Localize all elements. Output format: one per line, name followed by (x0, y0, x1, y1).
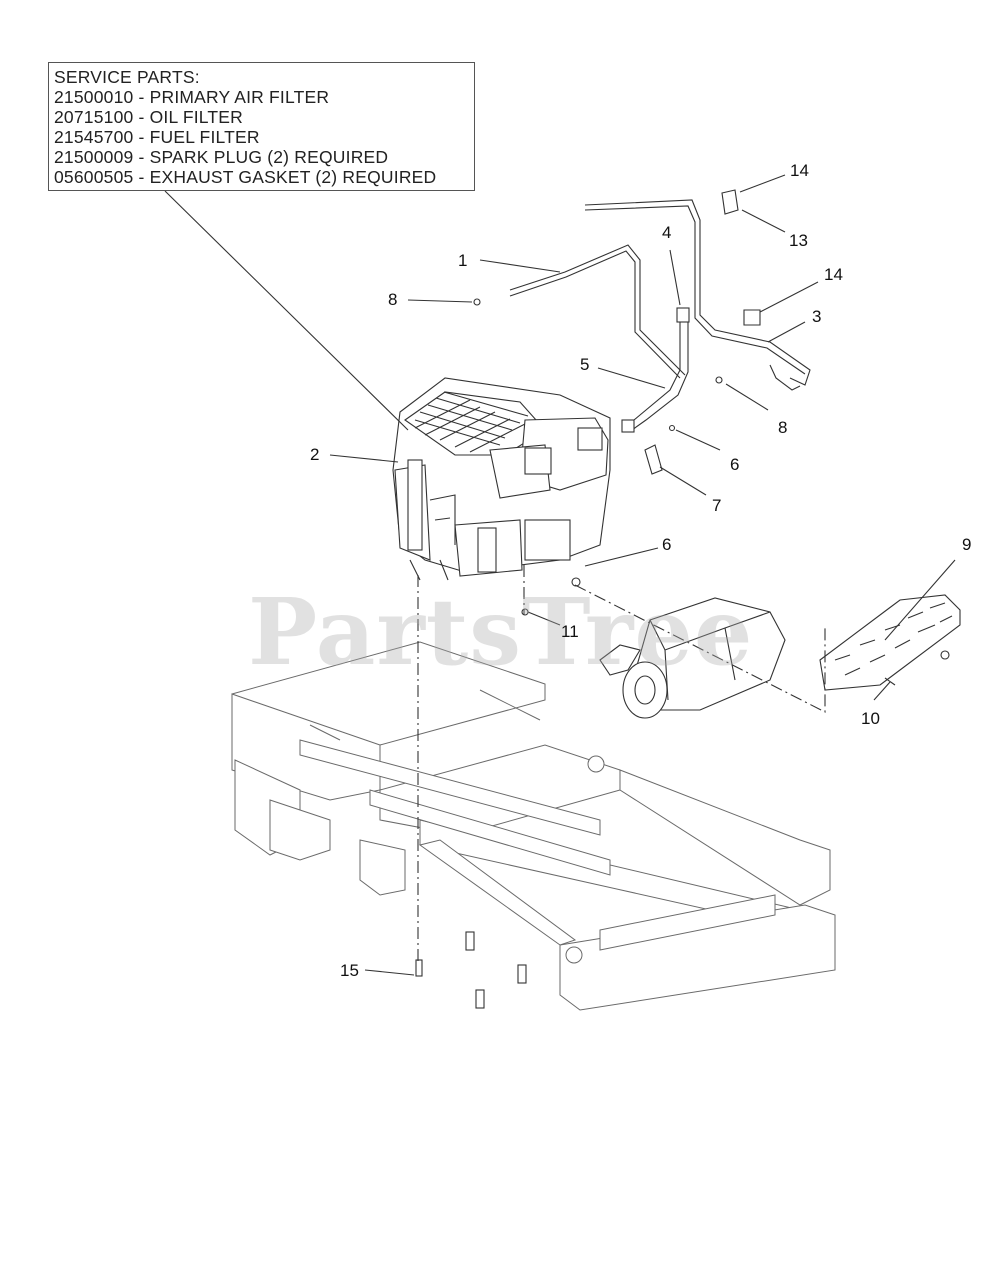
callout-3: 3 (812, 307, 822, 326)
callout-2: 2 (310, 445, 320, 464)
callout-10: 10 (861, 709, 880, 728)
callout-1: 1 (458, 251, 468, 270)
callout-8: 8 (388, 290, 398, 309)
watermark: PartsTree (248, 578, 754, 686)
service-part-line: 21545700 - FUEL FILTER (54, 127, 260, 147)
alignment-lines (417, 565, 826, 965)
leader-lines (164, 174, 956, 976)
callout-6: 6 (730, 455, 740, 474)
muffler (599, 597, 786, 719)
callout-7: 7 (712, 496, 722, 515)
hoses (473, 189, 811, 616)
engine (392, 377, 611, 581)
callout-14: 14 (790, 161, 809, 180)
callout-14: 14 (824, 265, 843, 284)
callout-5: 5 (580, 355, 590, 374)
service-part-line: 21500010 - PRIMARY AIR FILTER (54, 87, 330, 107)
service-part-line: 05600505 - EXHAUST GASKET (2) REQUIRED (54, 167, 437, 187)
service-parts-box: SERVICE PARTS: 21500010 - PRIMARY AIR FI… (48, 62, 475, 191)
service-part-line: 20715100 - OIL FILTER (54, 107, 244, 127)
callout-11: 11 (561, 622, 579, 641)
service-part-line: 21500009 - SPARK PLUG (2) REQUIRED (54, 147, 389, 167)
callout-15: 15 (340, 961, 359, 980)
callout-13: 13 (789, 231, 808, 250)
service-parts-heading: SERVICE PARTS: (54, 67, 200, 87)
callout-8: 8 (778, 418, 788, 437)
heat-shield (819, 594, 961, 691)
chassis-frame (231, 641, 836, 1011)
mounting-bolts (415, 931, 527, 1009)
callout-6: 6 (662, 535, 672, 554)
callout-9: 9 (962, 535, 972, 554)
callout-4: 4 (662, 223, 672, 242)
